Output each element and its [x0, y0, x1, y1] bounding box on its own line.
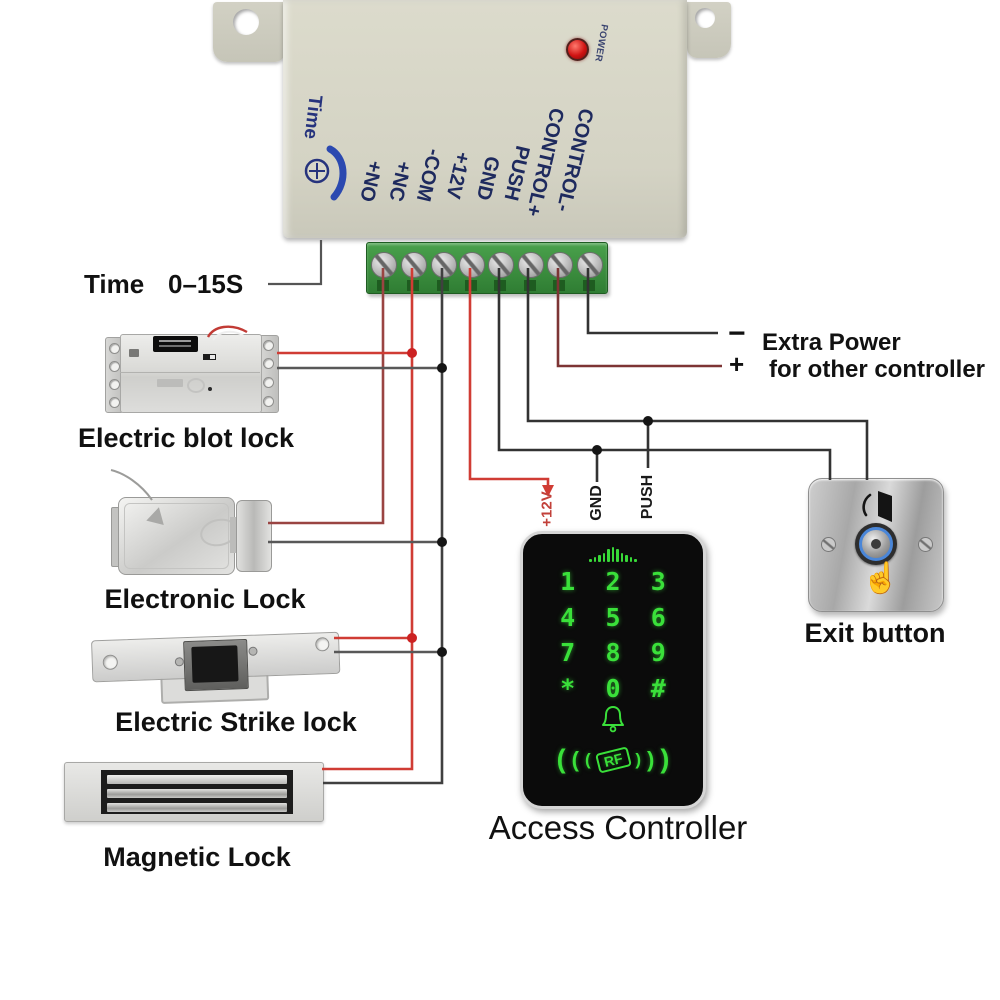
mount-hole-icon: [695, 8, 715, 28]
magnetic-lock: [64, 762, 324, 822]
terminal-screw-icon: [401, 252, 427, 278]
bolt-lock-nameplate: [153, 336, 198, 352]
terminal-screw-icon: [371, 252, 397, 278]
key-star: *: [560, 673, 576, 703]
key-1: 1: [560, 567, 576, 597]
press-hand-icon: ☝: [862, 562, 900, 595]
key-8: 8: [605, 638, 621, 668]
plus12v-wire-label: +12V: [538, 491, 556, 527]
key-7: 7: [560, 638, 576, 668]
electric-bolt-lock: [105, 329, 279, 415]
door-icon: [862, 491, 892, 522]
junction-dot: [592, 445, 602, 455]
strike-lock-caption: Electric Strike lock: [115, 707, 357, 737]
speaker-bars-icon: [523, 547, 703, 562]
wire-com-main: [323, 268, 444, 785]
access-controller-keypad: 1 2 3 4 5 6 7 8 9 * 0 # ((( RF ))): [520, 531, 706, 809]
terminal-screw-icon: [459, 252, 485, 278]
screw-icon: [821, 537, 836, 552]
push-button-icon: [855, 523, 897, 565]
exit-button-caption: Exit button: [804, 618, 946, 648]
power-led-icon: [566, 38, 589, 61]
rfid-icon: ((( RF ))): [556, 744, 670, 774]
keypad-keys: 1 2 3 4 5 6 7 8 9 * 0 #: [545, 564, 681, 706]
key-hash: #: [650, 673, 666, 703]
extra-power-plus: +: [729, 349, 745, 379]
junction-dot: [437, 647, 447, 657]
terminal-screw-icon: [547, 252, 573, 278]
extra-power-line1: Extra Power: [762, 329, 901, 356]
controller-mount-ear-right: [687, 2, 731, 58]
terminal-screw-icon: [431, 252, 457, 278]
junction-dot: [437, 363, 447, 373]
junction-dot: [407, 633, 417, 643]
electronic-lock-caption: Electronic Lock: [104, 584, 306, 614]
time-range-value: 0–15S: [168, 269, 244, 299]
time-leader-line: [268, 240, 323, 286]
magnetic-lock-caption: Magnetic Lock: [103, 842, 291, 872]
junction-dot: [437, 537, 447, 547]
key-9: 9: [650, 638, 666, 668]
wire-no-electronic-lock: [268, 268, 385, 525]
key-3: 3: [650, 567, 666, 597]
extra-power-minus: −: [728, 317, 746, 350]
controller-mount-ear-left: [213, 2, 285, 62]
electronic-lock: [108, 467, 272, 577]
mount-hole-icon: [233, 9, 259, 35]
gnd-wire-label: GND: [588, 485, 605, 521]
power-controller-body: [283, 0, 687, 238]
key-0: 0: [605, 673, 621, 703]
extra-power-line2: for other controller: [769, 356, 986, 383]
terminal-screw-icon: [488, 252, 514, 278]
terminal-screw-icon: [577, 252, 603, 278]
key-4: 4: [560, 602, 576, 632]
junction-dot: [643, 416, 653, 426]
screw-icon: [918, 537, 933, 552]
junction-dot: [407, 348, 417, 358]
key-5: 5: [605, 602, 621, 632]
key-2: 2: [605, 567, 621, 597]
time-label: Time: [84, 269, 145, 299]
bolt-lock-caption: Electric blot lock: [77, 423, 295, 453]
terminal-screw-icon: [518, 252, 544, 278]
doorbell-icon: [602, 706, 624, 733]
rf-tag-label: RF: [594, 745, 632, 774]
electric-strike-lock: [91, 626, 343, 707]
wire-12v-keypad: [468, 268, 550, 486]
terminal-block: [366, 242, 608, 294]
key-6: 6: [650, 602, 666, 632]
push-wire-label: PUSH: [639, 474, 656, 520]
exit-button-plate: ☝: [808, 478, 944, 612]
access-controller-caption: Access Controller: [488, 809, 748, 846]
